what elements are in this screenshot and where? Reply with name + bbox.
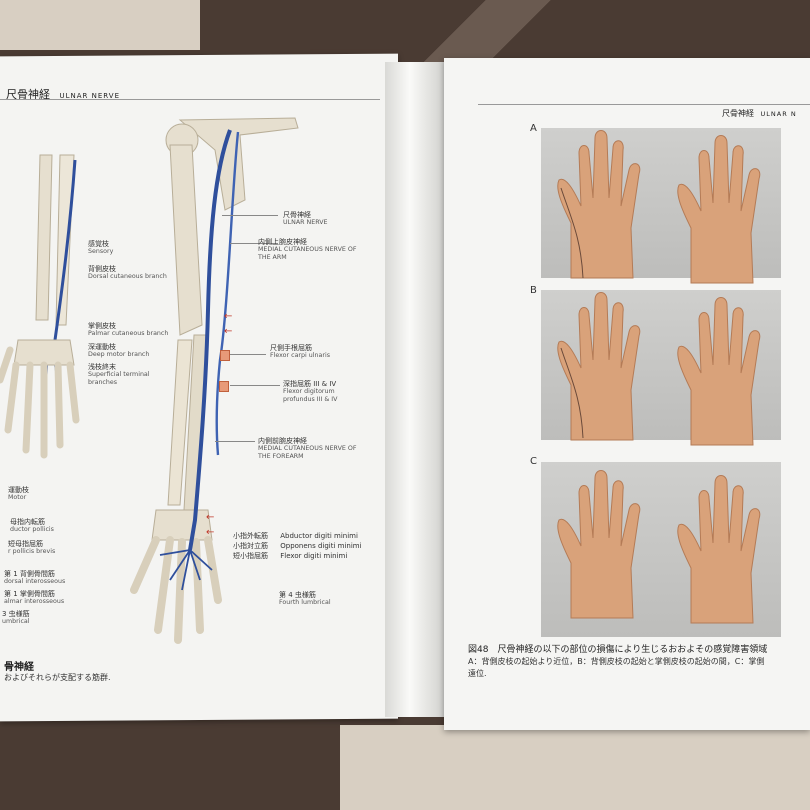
ulnar-nerve-line bbox=[188, 129, 232, 551]
radius-bone bbox=[167, 339, 193, 506]
leader-flexor-digitorum bbox=[230, 385, 280, 386]
arrow-red-4: ← bbox=[206, 527, 215, 538]
right-header-jp: 尺骨神経 bbox=[722, 109, 754, 118]
panel-letter-a: A bbox=[530, 123, 537, 134]
panel-letter-c: C bbox=[530, 456, 537, 467]
carpal-bones bbox=[151, 509, 213, 541]
book-gutter bbox=[385, 62, 447, 717]
sensory-outline-a bbox=[560, 187, 584, 279]
right-header-rule bbox=[478, 104, 810, 105]
finger-bones bbox=[4, 361, 80, 459]
sensory-outline-b bbox=[560, 347, 584, 439]
hand-dorsal-c bbox=[677, 475, 761, 624]
forearm-nerve bbox=[38, 159, 77, 357]
leader-medial-arm bbox=[230, 243, 278, 244]
marker-flexor-digitorum bbox=[219, 381, 229, 392]
hand-bones bbox=[13, 339, 75, 366]
left-caption-sub: およびそれらが支配する筋群. bbox=[4, 673, 111, 682]
label-abductor-digiti: 小指外転筋 Abductor digiti minimi bbox=[233, 532, 358, 540]
hand-nerve-branches bbox=[159, 549, 213, 591]
right-caption-line1: A：背側皮枝の起始より近位，B：背側皮枝の起始と掌側皮枝の起始の間，C：掌側 bbox=[468, 657, 765, 666]
hand-palm-c bbox=[557, 470, 641, 619]
marker-flexor-carpi bbox=[220, 350, 230, 361]
leader-flexor-carpi bbox=[230, 354, 266, 355]
hand-palm-b bbox=[557, 292, 641, 441]
left-header: 尺骨神経 ULNAR NERVE bbox=[6, 86, 120, 102]
hand-dorsal-b bbox=[677, 297, 761, 446]
humerus-bone bbox=[169, 144, 203, 336]
right-caption-line2: 遠位. bbox=[468, 669, 487, 678]
right-caption-title: 図48 尺骨神経の以下の部位の損傷により生じるおおよその感覚障害領域 bbox=[468, 645, 768, 655]
finger-bones bbox=[130, 536, 222, 644]
left-header-rule bbox=[0, 99, 380, 100]
leader-ulnar bbox=[222, 215, 278, 216]
left-header-en: ULNAR NERVE bbox=[59, 92, 120, 100]
arm-illustration bbox=[130, 117, 299, 644]
forearm-ulna-bone bbox=[55, 154, 75, 326]
mat-light-top-left bbox=[0, 0, 200, 50]
leader-medial-forearm bbox=[215, 441, 255, 442]
label-flexor-digiti: 短小指屈筋 Flexor digiti minimi bbox=[233, 552, 348, 560]
panel-letter-b: B bbox=[530, 285, 537, 296]
arrow-red-3: ← bbox=[206, 512, 215, 523]
scapula-bone bbox=[178, 117, 299, 211]
forearm-radius-bone bbox=[35, 154, 53, 321]
arrow-red-1: ← bbox=[224, 311, 233, 322]
mat-light-bottom bbox=[340, 725, 810, 810]
hand-photos bbox=[557, 130, 761, 624]
left-header-jp: 尺骨神経 bbox=[6, 88, 50, 101]
hand-dorsal-a bbox=[677, 135, 761, 284]
arrow-red-2: ← bbox=[224, 326, 233, 337]
forearm-illustration bbox=[0, 154, 80, 459]
hand-palm-a bbox=[557, 130, 641, 279]
cutaneous-nerve-line bbox=[215, 131, 240, 456]
right-header: 尺骨神経 ULNAR N bbox=[722, 108, 797, 119]
label-opponens-digiti: 小指対立筋 Opponens digiti minimi bbox=[233, 542, 362, 550]
left-caption-title: 骨神経 bbox=[4, 662, 34, 673]
right-header-en: ULNAR N bbox=[760, 110, 797, 118]
